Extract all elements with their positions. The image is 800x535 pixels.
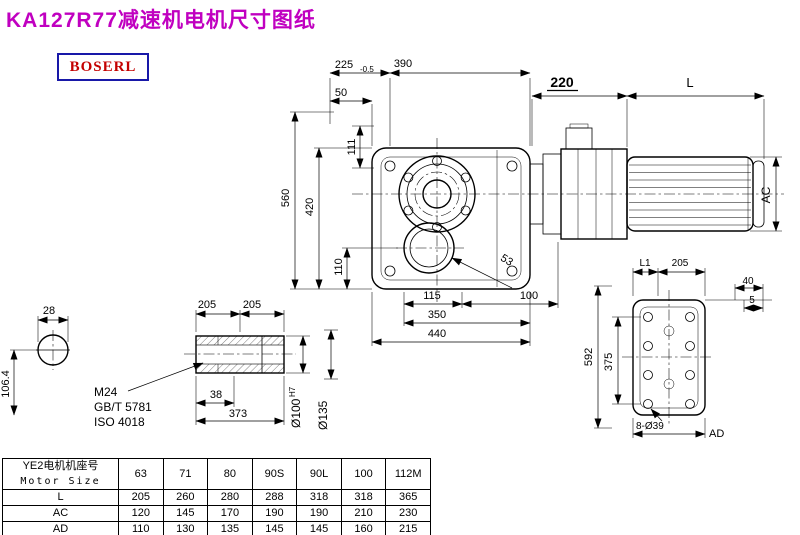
table-header-cell: 90S [251, 458, 298, 490]
dim-205-flange: 205 [672, 258, 689, 269]
table-cell: 145 [251, 521, 298, 535]
table-cell: 110 [118, 521, 164, 535]
table-header-cell: 63 [118, 458, 164, 490]
dim-220: 220 [550, 74, 574, 90]
flange-plate [632, 299, 706, 416]
table-header-row: YE2电机机座号 Motor Size 63 71 80 90S 90L 100… [2, 458, 431, 490]
dim-373: 373 [229, 408, 247, 420]
standard-iso4018: ISO 4018 [94, 415, 145, 429]
table-cell: 135 [207, 521, 253, 535]
dim-50: 50 [335, 87, 347, 99]
dim-560: 560 [280, 189, 292, 207]
gearbox-body [371, 147, 531, 290]
dim-592: 592 [583, 348, 595, 366]
table-header-cell: 100 [340, 458, 387, 490]
table-row-AC: AC 120 145 170 190 190 210 230 [2, 505, 431, 522]
motor-diameter-dimension: AC [750, 156, 782, 232]
page-title: KA127R77减速机电机尺寸图纸 [6, 9, 316, 32]
bottom-dimensions: 115 100 350 440 53 [371, 242, 559, 346]
table-cell: 160 [340, 521, 387, 535]
dim-350: 350 [428, 309, 446, 321]
dim-225: 225 [335, 59, 353, 71]
table-cell: 170 [207, 505, 253, 522]
standard-gbt5781: GB/T 5781 [94, 400, 152, 414]
table-header-en: Motor Size [20, 476, 101, 487]
dim-5: 5 [749, 295, 755, 306]
table-header-cell: 80 [207, 458, 253, 490]
dim-8-holes-39: 8-Ø39 [636, 421, 664, 432]
dim-AD: AD [709, 428, 724, 440]
centerlines [52, 138, 784, 425]
dim-225-tolerance: -0.5 [360, 65, 374, 74]
table-header-cn: YE2电机机座号 [22, 460, 99, 472]
dim-AC: AC [759, 186, 773, 203]
dim-111: 111 [346, 139, 358, 156]
brand-logo-text: BOSERL [69, 58, 137, 75]
dim-28: 28 [43, 305, 55, 317]
row-label: AD [2, 521, 119, 535]
dim-bore-value: Ø100 [289, 398, 303, 428]
table-cell: 318 [340, 489, 387, 506]
table-cell: 130 [162, 521, 209, 535]
motor-flange-end-view: L1 205 40 5 592 375 8-Ø39 AD [583, 258, 772, 440]
dim-115: 115 [423, 290, 441, 302]
top-dimensions: 225 -0.5 390 50 111 220 L [329, 58, 765, 169]
shaft-end-view: 28 106.4 [0, 305, 70, 416]
dim-38: 38 [210, 389, 222, 401]
dim-bore-fit: H7 [288, 386, 297, 397]
motor-side-view [529, 123, 765, 240]
output-shaft-detail: 205 205 M24 GB/T 5781 ISO 4018 38 373 Ø1… [94, 299, 338, 430]
table-cell: 230 [385, 505, 431, 522]
row-label: AC [2, 505, 119, 522]
table-header-cell: 90L [296, 458, 342, 490]
motor-size-table: YE2电机机座号 Motor Size 63 71 80 90S 90L 100… [2, 458, 431, 535]
fan-cover [752, 160, 765, 228]
table-row-AD: AD 110 130 135 145 145 160 215 [2, 521, 431, 535]
table-cell: 215 [385, 521, 431, 535]
table-cell: 210 [340, 505, 387, 522]
dim-106-4: 106.4 [0, 370, 12, 398]
dim-40: 40 [742, 276, 754, 287]
motor-fins [629, 164, 751, 226]
flange-bolt-holes [643, 312, 695, 409]
table-cell: 190 [251, 505, 298, 522]
table-cell: 145 [296, 521, 342, 535]
table-cell: 205 [118, 489, 164, 506]
left-dimensions: 560 420 110 [280, 111, 398, 290]
table-header-cell: 112M [385, 458, 431, 490]
dim-205-right: 205 [243, 299, 261, 311]
secondary-bore [403, 222, 455, 274]
dim-420: 420 [304, 198, 316, 216]
gearbox-front-view [371, 147, 531, 290]
terminal-box [565, 127, 593, 150]
dim-L1: L1 [639, 258, 651, 269]
brand-logo: BOSERL [57, 53, 149, 81]
table-cell: 280 [207, 489, 253, 506]
row-label: L [2, 489, 119, 506]
table-cell: 318 [296, 489, 342, 506]
dim-390: 390 [394, 58, 412, 70]
table-cell: 190 [296, 505, 342, 522]
hollow-shaft [195, 335, 285, 374]
dim-100: 100 [520, 290, 538, 302]
dim-53: 53 [498, 252, 515, 269]
output-bore [398, 155, 476, 233]
table-header-motor-size: YE2电机机座号 Motor Size [2, 458, 119, 490]
table-row-L: L 205 260 280 288 318 318 365 [2, 489, 431, 506]
thread-callout-m24: M24 [94, 385, 118, 399]
dim-bore-diameter: Ø100 H7 [288, 386, 303, 428]
table-cell: 288 [251, 489, 298, 506]
dim-440: 440 [428, 328, 446, 340]
dim-motor-length-L: L [686, 75, 693, 90]
dim-205-left: 205 [198, 299, 216, 311]
dim-110: 110 [333, 258, 345, 276]
table-header-cell: 71 [162, 458, 209, 490]
table-cell: 365 [385, 489, 431, 506]
table-cell: 120 [118, 505, 164, 522]
dim-375: 375 [603, 353, 615, 371]
table-cell: 145 [162, 505, 209, 522]
table-cell: 260 [162, 489, 209, 506]
dim-135: Ø135 [316, 400, 330, 430]
